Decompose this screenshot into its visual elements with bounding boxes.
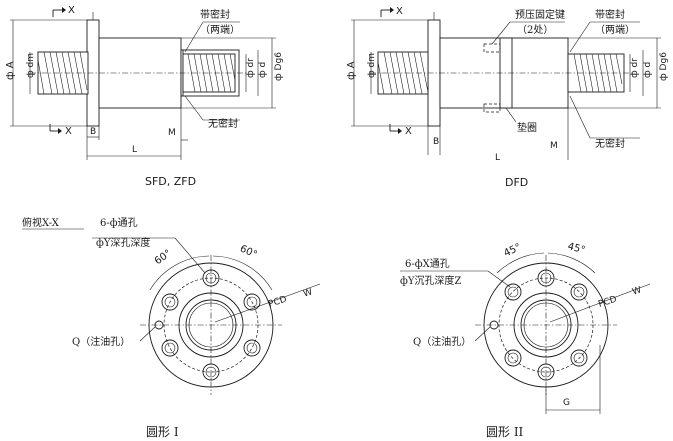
hole-label-2: фY沉孔深度Z: [400, 274, 461, 287]
no-seal-label: 无密封: [208, 117, 238, 130]
dim-B-label: B: [433, 137, 439, 147]
dim-G-label: G: [563, 398, 570, 408]
angle-label-2: 45°: [566, 241, 586, 256]
sfd-caption: SFD, ZFD: [145, 175, 196, 188]
dim-Dg6-label: ф Dg6: [659, 52, 669, 81]
flange-round-II: 45° 45° 6-фX通孔 фY沉孔深度Z PCD W Q（注油孔） G 圆形…: [400, 241, 651, 439]
band-seal-label: 带密封: [200, 8, 230, 21]
dim-dr-label: ф dr: [246, 58, 256, 78]
two-places-label: （2处）: [517, 24, 553, 36]
angle-label-2: 60°: [238, 243, 259, 260]
angle-label-1: 45°: [502, 242, 523, 259]
dfd-side-view: X X ф A ф dm ф dr ф d ф Dg6 预压固定键 （2处） 带…: [346, 6, 669, 189]
dim-A-label: ф A: [5, 61, 16, 80]
preload-key-label: 预压固定键: [515, 8, 565, 21]
view-title: 俯视X-X: [22, 216, 60, 229]
flange-II-caption: 圆形 II: [486, 425, 524, 439]
dim-dr-label: ф dr: [630, 58, 640, 78]
hole-label-2: фY深孔深度: [96, 236, 150, 249]
flange-I-caption: 圆形 I: [146, 425, 179, 439]
dim-M-label: M: [168, 128, 176, 138]
band-seal-label: 带密封: [595, 8, 625, 21]
dim-d-label: ф d: [258, 62, 268, 78]
oil-hole: [154, 320, 164, 330]
hole-label-1: 6-фX通孔: [405, 258, 450, 270]
dim-L-label: L: [132, 145, 137, 155]
pcd-label: PCD: [267, 295, 288, 310]
dim-M-label: M: [550, 141, 558, 151]
dim-A-label: ф A: [346, 61, 357, 80]
section-mark-bottom: X: [65, 126, 72, 137]
flange-round-I: 60° 60° 6-ф通孔 фY深孔深度 俯视X-X PCD W Q（注油孔） …: [22, 216, 321, 439]
no-seal-label: 无密封: [595, 137, 625, 150]
dfd-caption: DFD: [505, 176, 528, 189]
dim-L-label: L: [495, 153, 500, 163]
dim-Dg6-label: ф Dg6: [274, 52, 284, 81]
section-mark-bottom: X: [405, 126, 412, 137]
dim-dm-label: ф dm: [26, 53, 36, 78]
bolt-holes: [504, 269, 588, 381]
w-label: W: [631, 285, 643, 297]
sfd-side-view: X X ф A ф dm ф dr ф d ф Dg6 带密封 （两端） 无密封: [5, 5, 284, 188]
oil-hole-label: Q（注油孔）: [72, 335, 130, 348]
dim-d-label: ф d: [643, 62, 653, 78]
washer-label: 垫圈: [517, 121, 537, 134]
both-ends-label: （两端）: [595, 23, 635, 36]
section-mark-top: X: [396, 6, 403, 17]
oil-hole-label: Q（注油孔）: [413, 335, 471, 348]
section-mark-top: X: [68, 5, 75, 16]
dim-dm-label: ф dm: [367, 53, 377, 78]
both-ends-label: （两端）: [200, 23, 240, 36]
angle-label-1: 60°: [153, 248, 174, 267]
dim-B-label: B: [90, 127, 96, 137]
oil-hole: [489, 320, 499, 330]
w-label: W: [302, 287, 314, 299]
bolt-holes: [161, 269, 261, 381]
hole-label-1: 6-ф通孔: [100, 217, 138, 229]
